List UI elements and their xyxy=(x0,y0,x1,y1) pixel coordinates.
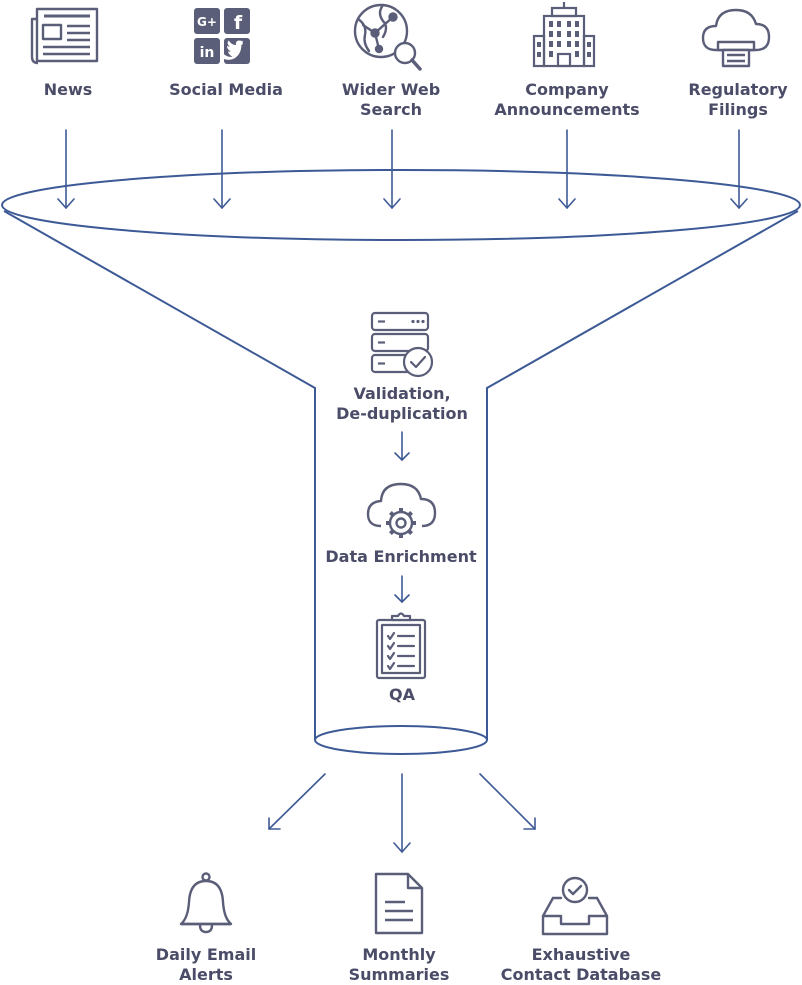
step-label-qa: QA xyxy=(389,685,415,705)
office-building-icon xyxy=(532,2,596,68)
label-line: Regulatory xyxy=(688,80,788,99)
globe-search-icon xyxy=(353,3,422,71)
process-arrow xyxy=(394,575,410,603)
label-line: Filings xyxy=(708,100,768,119)
linkedin-glyph: in xyxy=(200,45,215,61)
funnel-left-side xyxy=(3,210,316,740)
label-line: Summaries xyxy=(348,965,450,984)
source-label-wider-web-search: Wider Web Search xyxy=(342,80,440,120)
google-plus-glyph: G+ xyxy=(197,15,217,29)
label-line: Monthly xyxy=(362,945,436,964)
newspaper-icon xyxy=(30,7,99,65)
label-line: Data Enrichment xyxy=(325,547,477,566)
source-arrows xyxy=(57,129,748,209)
label-line: News xyxy=(43,80,93,99)
cloud-gear-icon xyxy=(366,482,437,538)
label-line: Contact Database xyxy=(500,965,662,984)
output-arrows xyxy=(268,773,536,853)
bell-icon xyxy=(179,872,233,934)
cloud-document-icon xyxy=(701,8,771,68)
label-line: Alerts xyxy=(179,965,233,984)
twitter-bird-glyph xyxy=(222,40,244,60)
source-arrow xyxy=(730,129,748,209)
source-label-news: News xyxy=(44,80,93,100)
facebook-glyph: f xyxy=(234,12,243,34)
source-arrow xyxy=(383,129,401,209)
output-label-monthly-summaries: Monthly Summaries xyxy=(349,945,450,985)
source-label-company-announcements: Company Announcements xyxy=(494,80,639,120)
source-label-social-media: Social Media xyxy=(169,80,283,100)
process-arrows xyxy=(394,431,410,603)
funnel-right-side xyxy=(486,210,799,740)
source-arrow xyxy=(57,129,75,209)
funnel-outline xyxy=(1,169,801,755)
output-arrow xyxy=(268,773,326,830)
label-line: Announcements xyxy=(494,100,640,119)
process-arrow xyxy=(394,431,410,461)
label-line: Search xyxy=(360,100,422,119)
output-label-contact-database: Exhaustive Contact Database xyxy=(501,945,661,985)
funnel-top-rim xyxy=(1,169,801,241)
output-arrow xyxy=(479,773,536,830)
source-arrow xyxy=(558,129,576,209)
clipboard-checklist-icon xyxy=(375,612,427,680)
label-line: Social Media xyxy=(169,80,283,99)
source-arrow xyxy=(213,129,231,209)
label-line: De-duplication xyxy=(336,404,468,423)
step-label-validation: Validation, De-duplication xyxy=(336,384,468,424)
linkedin-tile xyxy=(194,38,220,64)
google-plus-tile xyxy=(194,8,220,34)
label-line: Daily Email xyxy=(155,945,257,964)
label-line: QA xyxy=(389,685,415,704)
social-media-icon: G+ f in xyxy=(194,8,250,64)
output-label-daily-email-alerts: Daily Email Alerts xyxy=(156,945,256,985)
document-icon xyxy=(374,872,424,935)
output-arrow xyxy=(393,773,411,853)
database-check-icon xyxy=(370,311,434,378)
step-label-enrichment: Data Enrichment xyxy=(325,547,476,567)
label-line: Validation, xyxy=(353,384,451,403)
inbox-check-icon xyxy=(541,876,609,936)
funnel-spout-rim xyxy=(314,725,488,755)
label-line: Wider Web xyxy=(341,80,441,99)
label-line: Company xyxy=(525,80,609,99)
facebook-tile xyxy=(224,8,250,34)
label-line: Exhaustive xyxy=(531,945,631,964)
source-label-regulatory-filings: Regulatory Filings xyxy=(688,80,787,120)
